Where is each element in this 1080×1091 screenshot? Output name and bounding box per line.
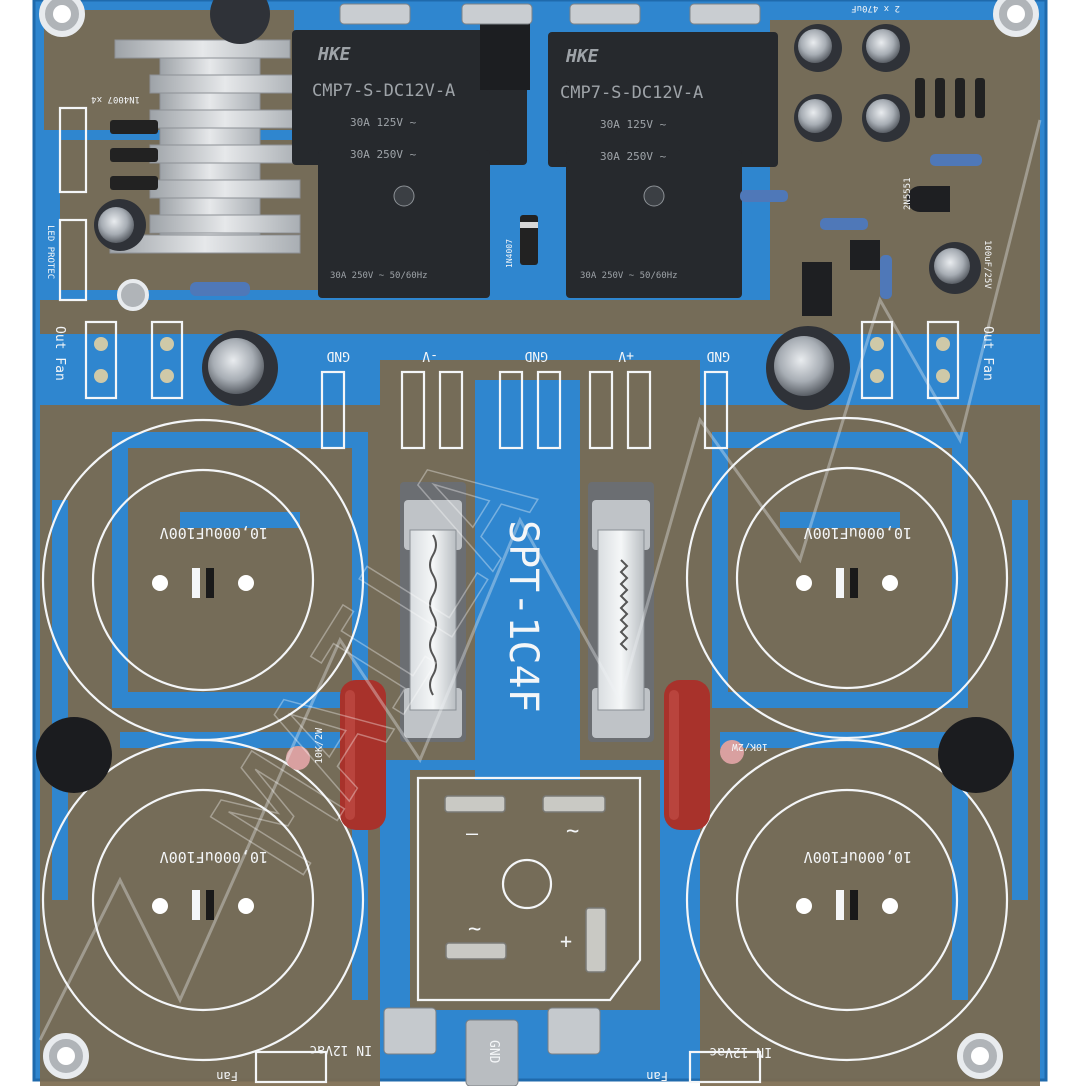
model-label: SPT-1C4F [500, 520, 546, 713]
fuse-left [400, 482, 466, 742]
gnd-label-3: GND [706, 348, 730, 363]
cap-label-1: 10,000uF100V [160, 524, 268, 542]
in-12vac-right: IN 12Vac [709, 1044, 772, 1059]
in-12vac-left: IN 12Vac [309, 1042, 372, 1057]
capacitor-footprints: 10,000uF100V 10,000uF100V 10,000uF100V [41, 416, 1009, 1062]
cap-label-2: 10,000uF100V [804, 524, 912, 542]
fan-right-label: Fan [646, 1069, 668, 1083]
cap-footprint-bottom-right: 10,000uF100V [685, 738, 1009, 1062]
watermark [38, 119, 1042, 1041]
relay-rating2-2: 30A 250V ~ [600, 150, 667, 163]
top-tabs [339, 3, 761, 25]
model-strip [475, 380, 580, 780]
side-bridges [36, 717, 1014, 793]
relay-foot-2: 30A 250V ~ 50/60Hz [580, 271, 678, 281]
in4007-label: 1N4007 x4 [91, 94, 140, 104]
relay-rating1-2: 30A 125V ~ [600, 118, 667, 131]
relay-rating1-1: 30A 125V ~ [350, 116, 417, 129]
vplus-label: +V [618, 348, 634, 363]
spade-terminals [320, 370, 729, 450]
svg-text:~: ~ [468, 917, 481, 942]
diode-center: 1N4007 [505, 215, 538, 268]
gnd-label-1: GND [326, 348, 350, 363]
svg-text:—: — [466, 821, 479, 845]
red-resistors: 10K/2W 10K/2W [286, 680, 768, 830]
gnd-label-2: GND [524, 348, 548, 363]
svg-text:10K/2W: 10K/2W [731, 741, 768, 752]
fan-left-label: Fan [216, 1069, 238, 1083]
cap-footprint-bottom-left: 10,000uF100V [41, 738, 365, 1062]
relay-model-1: CMP7-S-DC12V-A [312, 81, 455, 101]
electrolytic-capacitors [94, 0, 981, 410]
fuse-right [588, 482, 654, 742]
relay-rating2-1: 30A 250V ~ [350, 148, 417, 161]
mounting-holes [39, 0, 1039, 1079]
bridge-rectifier-footprint: — ~ ~ + [416, 776, 642, 1002]
gnd-bottom-label: GND [486, 1040, 501, 1064]
relay-foot-1: 30A 250V ~ 50/60Hz [330, 271, 428, 281]
relay-left: HKE CMP7-S-DC12V-A 30A 125V ~ 30A 250V ~… [292, 20, 530, 298]
small-components [110, 78, 985, 316]
cap-right-label: 100uF/25V [982, 240, 992, 289]
cap-footprint-top-right: 10,000uF100V [685, 416, 1009, 740]
relay-right: HKE CMP7-S-DC12V-A 30A 125V ~ 30A 250V ~… [548, 32, 778, 298]
transistor-label: 2N5551 [903, 177, 913, 210]
relay-brand-1: HKE [317, 44, 351, 65]
svg-text:1N4007: 1N4007 [505, 239, 514, 268]
cap-top-label: 2 x 470uF [851, 3, 900, 13]
out-fan-left: Out Fan [52, 326, 67, 381]
svg-text:~: ~ [566, 819, 579, 844]
relay-model-2: CMP7-S-DC12V-A [560, 83, 703, 103]
relay-brand-2: HKE [565, 46, 599, 67]
vminus-label: -V [422, 348, 438, 363]
fan-headers [58, 106, 960, 400]
cap-label-4: 10,000uF100V [804, 848, 912, 866]
cap-label-3: 10,000uF100V [160, 848, 268, 866]
led-protec-label: LED PROTEC [45, 225, 55, 279]
out-fan-right: Out Fan [980, 326, 995, 381]
bottom-terminals [254, 1007, 762, 1087]
svg-text:10K/2W: 10K/2W [314, 727, 325, 764]
svg-text:+: + [560, 929, 572, 953]
